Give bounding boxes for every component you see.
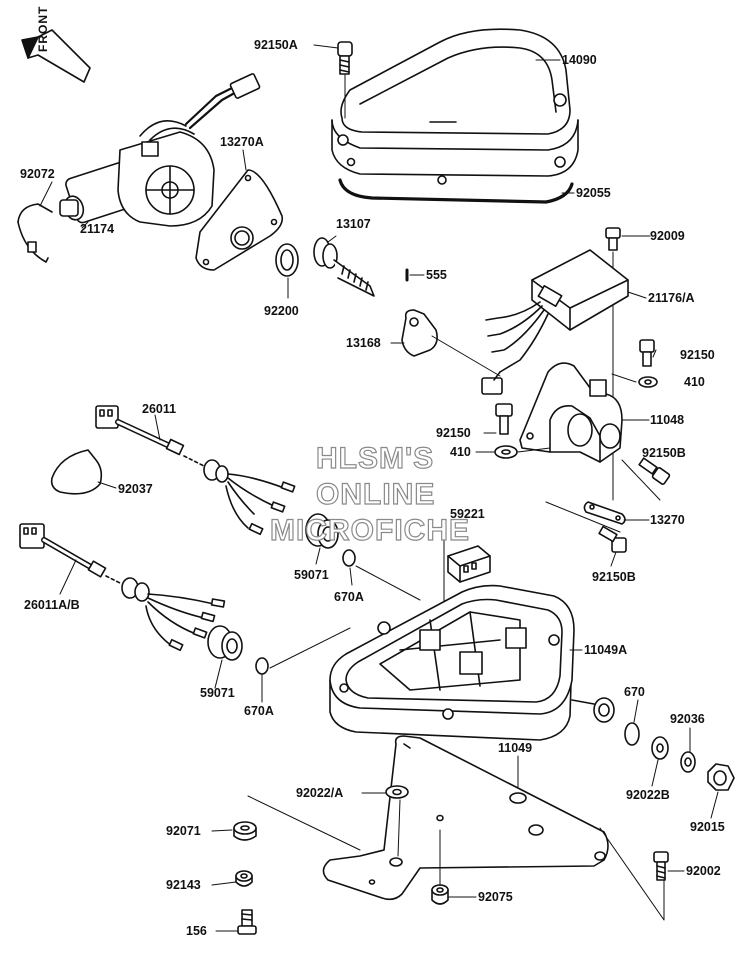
motor-21174: [59, 73, 261, 227]
callout-92150B-upper: 92150B: [642, 446, 686, 460]
collar-92143: [235, 870, 253, 887]
callout-59071-upper: 59071: [294, 568, 329, 582]
callout-11048: 11048: [650, 413, 685, 427]
callout-14090: 14090: [562, 53, 597, 67]
callout-92150-right: 92150: [680, 348, 715, 362]
washer-410-left: [494, 445, 518, 459]
callout-92009: 92009: [650, 229, 685, 243]
bolt-92150-left: [495, 403, 513, 435]
bracket-11048: [519, 362, 623, 463]
callout-59071-lower: 59071: [200, 686, 235, 700]
leader-670A-upper: [355, 565, 421, 601]
callout-13168: 13168: [346, 336, 381, 350]
callout-410-right: 410: [684, 375, 705, 389]
leader-plate-lines: [247, 795, 665, 921]
bolt-92150B-upper: [638, 457, 671, 485]
link-13270: [583, 501, 626, 525]
callout-26011: 26011: [142, 402, 177, 416]
leader-410-right: [611, 373, 637, 383]
watermark-line-3: MICROFICHE: [269, 513, 470, 547]
callout-21176A: 21176/A: [648, 291, 695, 305]
seal-92055: [338, 178, 574, 204]
callout-92150-left: 92150: [436, 426, 471, 440]
callout-leaders: [39, 44, 719, 932]
callout-92015: 92015: [690, 820, 725, 834]
grommet-59071-upper: [305, 513, 339, 549]
controller-21176A: [481, 249, 629, 395]
callout-555: 555: [426, 268, 447, 282]
callout-11049A: 11049A: [584, 643, 628, 657]
oring-670A-upper: [342, 549, 356, 567]
oring-670: [624, 722, 640, 746]
callout-92036: 92036: [670, 712, 705, 726]
shaft-13107: [313, 237, 375, 297]
harness-26011: [95, 405, 296, 536]
callout-92055: 92055: [576, 186, 611, 200]
leader-670A-lower: [269, 627, 351, 669]
front-arrow-icon: [21, 29, 91, 83]
callout-92150B-lower: 92150B: [592, 570, 636, 584]
callout-670A-lower: 670A: [244, 704, 274, 718]
leader-410-left: [517, 447, 551, 453]
grommet-92075: [431, 884, 449, 905]
plate-11049: [322, 735, 609, 901]
oring-670A-lower: [255, 657, 269, 675]
bolt-92150A: [337, 41, 353, 75]
washer-92022A: [385, 785, 409, 799]
nut-92015: [707, 763, 735, 791]
cover-14090: [331, 28, 579, 185]
band-92072: [17, 203, 53, 263]
callout-92143: 92143: [166, 878, 201, 892]
watermark-line-2: ONLINE: [315, 477, 436, 511]
bolt-156: [237, 909, 257, 935]
grommet-59071-lower: [207, 625, 243, 661]
washer-92022B: [651, 736, 669, 760]
callout-670: 670: [624, 685, 645, 699]
callout-92037: 92037: [118, 482, 153, 496]
arm-13168: [401, 309, 501, 377]
callout-156: 156: [186, 924, 207, 938]
callout-92200: 92200: [264, 304, 299, 318]
callout-92022A: 92022/A: [296, 786, 344, 800]
watermark-line-1: HLSM'S: [315, 441, 435, 475]
callout-26011AB: 26011A/B: [24, 598, 80, 612]
callout-92002: 92002: [686, 864, 721, 878]
callout-21174: 21174: [80, 222, 115, 236]
band-92037: [50, 449, 103, 495]
callout-92150A: 92150A: [254, 38, 298, 52]
callout-13107: 13107: [336, 217, 371, 231]
callout-59221: 59221: [450, 507, 485, 521]
connector-59221: [443, 519, 491, 617]
case-11049A: [329, 584, 615, 741]
callout-92072: 92072: [20, 167, 55, 181]
leader-13270-lines: [545, 459, 661, 533]
lockwasher-92036: [680, 751, 696, 773]
callout-410-left: 410: [450, 445, 471, 459]
callout-13270: 13270: [650, 513, 685, 527]
gasket-13270A: [195, 169, 284, 271]
callout-92075: 92075: [478, 890, 513, 904]
grommet-92071: [233, 821, 257, 841]
washer-410-right: [638, 376, 658, 388]
callout-13270A: 13270A: [220, 135, 264, 149]
bolt-92002: [653, 851, 669, 881]
harness-26011AB: [19, 523, 226, 652]
callout-670A-upper: 670A: [334, 590, 364, 604]
callout-92022B: 92022B: [626, 788, 670, 802]
callout-11049: 11049: [498, 741, 533, 755]
bolt-92150-right: [639, 339, 655, 367]
front-label: FRONT: [36, 5, 50, 52]
callout-92071: 92071: [166, 824, 201, 838]
bolt-92150B-lower: [598, 525, 627, 553]
washer-92200: [275, 243, 299, 277]
